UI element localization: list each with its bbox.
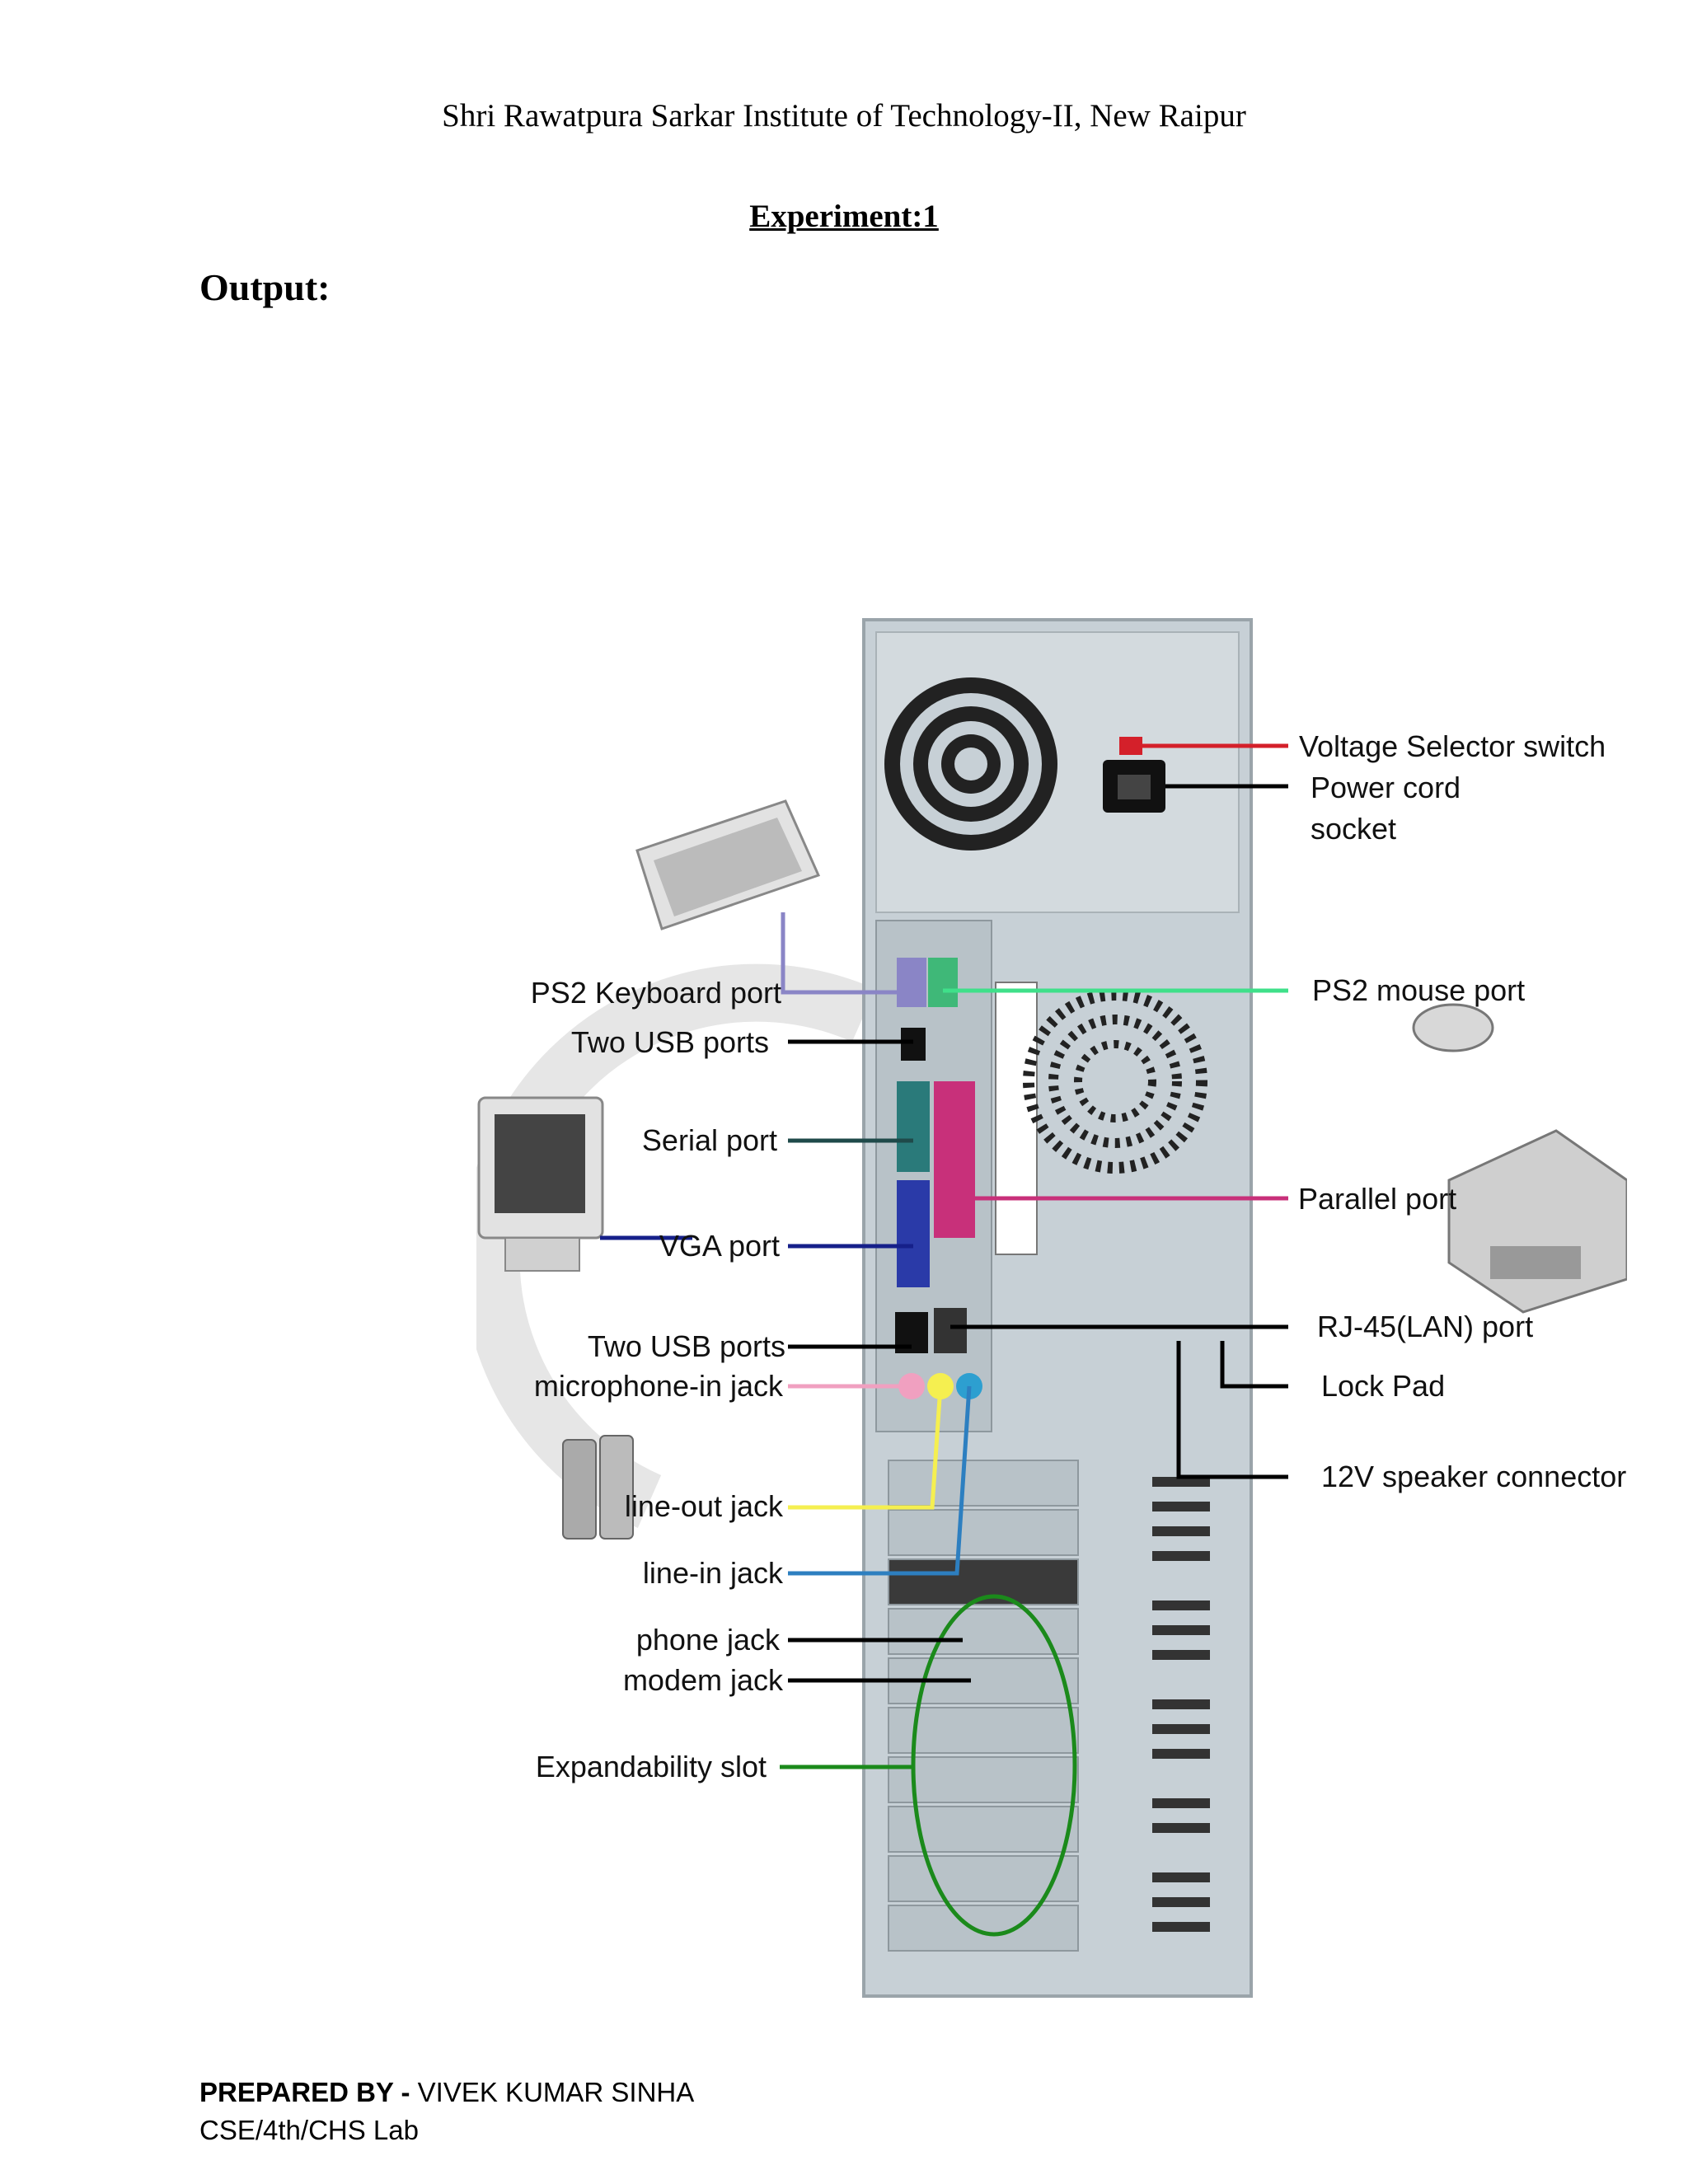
label-usb-bottom: Two USB ports	[588, 1329, 785, 1363]
mouse-icon	[1412, 1003, 1494, 1052]
speakers-icon	[562, 1435, 634, 1540]
lineout-line	[788, 1385, 943, 1510]
label-line-in: line-in jack	[643, 1556, 784, 1590]
label-12v-speaker: 12V speaker connector	[1321, 1460, 1626, 1493]
institute-header: Shri Rawatpura Sarkar Institute of Techn…	[442, 98, 1246, 134]
label-rj45: RJ-45(LAN) port	[1317, 1310, 1533, 1343]
label-microphone: microphone-in jack	[534, 1369, 784, 1403]
label-usb-top: Two USB ports	[571, 1025, 769, 1059]
keyboard-icon	[635, 799, 821, 930]
psu-fan	[884, 677, 1057, 851]
footer-prepared-by: PREPARED BY - VIVEK KUMAR SINHA	[199, 2077, 694, 2108]
keyboard-line	[781, 912, 912, 995]
side-vent	[1152, 1477, 1210, 1932]
label-lock-pad: Lock Pad	[1321, 1369, 1445, 1403]
experiment-title: Experiment:1	[749, 199, 939, 234]
label-line-out: line-out jack	[625, 1489, 784, 1523]
voltage-switch	[1119, 737, 1142, 755]
linein-line	[788, 1385, 972, 1576]
author-name: VIVEK KUMAR SINHA	[417, 2077, 695, 2107]
label-power-cord: Power cord	[1311, 771, 1461, 804]
label-ps2-keyboard: PS2 Keyboard port	[531, 976, 781, 1010]
cabinet	[862, 618, 1253, 1998]
printer-icon	[1447, 1129, 1629, 1314]
label-parallel: Parallel port	[1298, 1182, 1456, 1216]
label-power-cord-socket: socket	[1311, 812, 1396, 846]
speaker-line	[1176, 1341, 1288, 1479]
case-fan	[1023, 989, 1207, 1174]
expansion-slots	[888, 1460, 1079, 1952]
monitor-icon	[477, 1096, 604, 1272]
label-phone: phone jack	[636, 1623, 781, 1657]
label-ps2-mouse: PS2 mouse port	[1312, 973, 1525, 1007]
label-expandability: Expandability slot	[536, 1750, 767, 1783]
footer-course: CSE/4th/CHS Lab	[199, 2115, 419, 2145]
computer-back-panel-figure: Voltage Selector switch Power cord socke…	[462, 554, 1629, 2021]
label-serial: Serial port	[642, 1123, 777, 1157]
label-vga: VGA port	[659, 1229, 780, 1263]
callout-lines	[600, 743, 1288, 1769]
label-voltage-selector: Voltage Selector switch	[1299, 729, 1606, 763]
lockpad-line	[1220, 1341, 1288, 1389]
label-modem: modem jack	[623, 1663, 784, 1697]
prepared-by-label: PREPARED BY -	[199, 2077, 418, 2107]
output-heading: Output:	[199, 266, 331, 308]
